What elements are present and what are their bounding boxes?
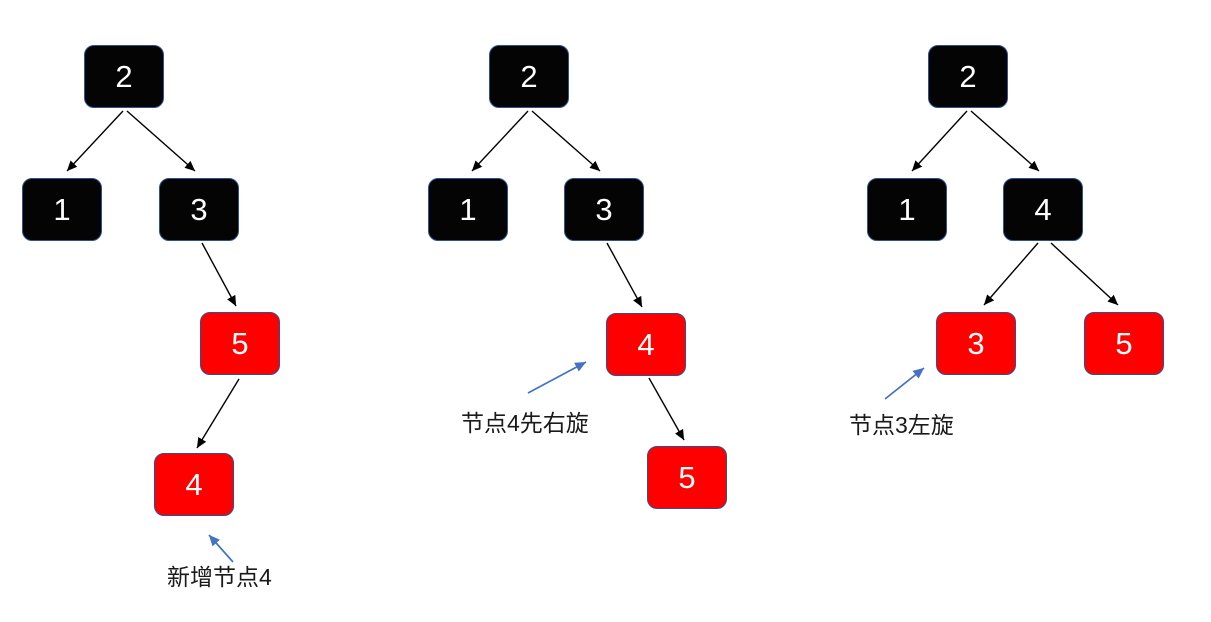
- tree3-node-2-label: 2: [959, 59, 977, 94]
- tree2-node-1: 1: [428, 178, 508, 241]
- tree3-node-1: 1: [867, 178, 947, 241]
- tree1-node-1-label: 1: [53, 192, 71, 227]
- tree1-edge-5-4: [196, 378, 240, 449]
- tree1-node-2-label: 2: [115, 59, 133, 94]
- tree3-edge-2-4: [970, 110, 1040, 172]
- tree2-node-4: 4: [606, 313, 686, 376]
- tree2-node-3-label: 3: [595, 192, 613, 227]
- tree2-edge-3-4: [606, 242, 643, 308]
- tree2-node-1-label: 1: [459, 192, 477, 227]
- tree2-node-5-label: 5: [678, 460, 696, 495]
- tree2-node-5: 5: [647, 446, 727, 509]
- tree3-edge-4-3: [983, 242, 1039, 306]
- tree1-edge-2-1: [66, 110, 124, 172]
- tree2-node-2-label: 2: [520, 59, 538, 94]
- tree1-node-2: 2: [84, 45, 164, 108]
- tree1-node-5-label: 5: [231, 326, 249, 361]
- tree3-node-1-label: 1: [898, 192, 916, 227]
- tree2-edge-2-1: [471, 110, 529, 172]
- tree2-node-3: 3: [564, 178, 644, 241]
- tree1-node-5: 5: [200, 312, 280, 375]
- tree3-node-4-label: 4: [1034, 192, 1052, 227]
- tree2-annotation: 节点4先右旋: [461, 410, 589, 436]
- tree1-annotation: 新增节点4: [167, 564, 272, 590]
- tree2-edge-4-5: [648, 377, 685, 441]
- tree3-node-4: 4: [1003, 178, 1083, 241]
- tree3-edge-4-5: [1050, 242, 1119, 306]
- tree3-node-3: 3: [936, 312, 1016, 375]
- tree1-edge-3-5: [201, 242, 237, 307]
- tree3-annotation: 节点3左旋: [849, 412, 954, 438]
- tree3-node-3-label: 3: [967, 326, 985, 361]
- tree3-node-2: 2: [928, 45, 1008, 108]
- tree1-node-1: 1: [22, 178, 102, 241]
- tree3-node-5-label: 5: [1115, 326, 1133, 361]
- tree3-node-5: 5: [1084, 312, 1164, 375]
- tree2-node-2: 2: [489, 45, 569, 108]
- tree1-node-4: 4: [154, 453, 234, 516]
- tree1-node-3-label: 3: [190, 192, 208, 227]
- tree1-node-3: 3: [159, 178, 239, 241]
- tree1-annotation-arrow: [208, 534, 234, 563]
- tree2-edge-2-3: [531, 110, 601, 172]
- tree1-edge-2-3: [126, 110, 196, 172]
- tree2-node-4-label: 4: [637, 327, 655, 362]
- tree2-annotation-arrow: [527, 361, 587, 394]
- tree3-edge-2-1: [911, 110, 968, 172]
- tree3-annotation-arrow: [884, 367, 925, 400]
- tree1-node-4-label: 4: [185, 467, 203, 502]
